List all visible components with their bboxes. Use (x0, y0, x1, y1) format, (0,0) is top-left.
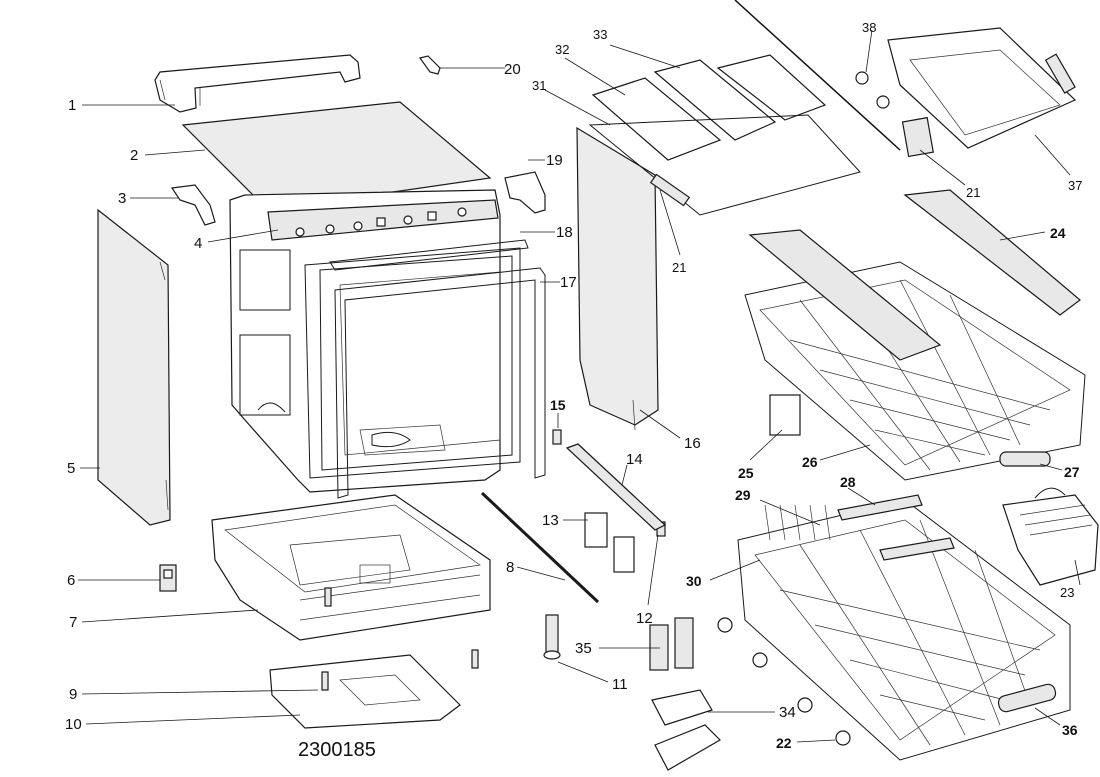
callout-29: 29 (735, 487, 751, 503)
callout-5: 5 (67, 460, 75, 477)
callout-38: 38 (862, 20, 876, 35)
callout-31: 31 (532, 78, 546, 93)
part-side-panel-left (97, 208, 171, 526)
part-upper-basket (744, 229, 1086, 481)
callout-9: 9 (69, 686, 77, 703)
callout-11: 11 (612, 676, 628, 693)
callout-32: 32 (555, 42, 569, 57)
part-bracket-left (170, 184, 216, 226)
part-wheels (717, 617, 851, 746)
part-rail-21 (649, 173, 691, 207)
callout-27: 27 (1064, 464, 1080, 480)
callout-21-door: 21 (672, 260, 686, 275)
callout-16: 16 (684, 435, 701, 452)
callout-3: 3 (118, 190, 126, 207)
part-cutlery-rack-37 (887, 27, 1077, 158)
callout-17: 17 (560, 274, 577, 291)
callout-1: 1 (68, 97, 76, 114)
drawing-number: 2300185 (298, 739, 376, 761)
callout-23: 23 (1060, 585, 1074, 600)
callout-10: 10 (65, 716, 82, 733)
part-door-gasket (329, 239, 546, 499)
callout-12: 12 (636, 610, 653, 627)
part-nuts-38 (855, 71, 890, 109)
callout-28: 28 (840, 474, 856, 490)
callout-14: 14 (626, 451, 643, 468)
callout-13: 13 (542, 512, 559, 529)
section-divider-line (734, 0, 901, 151)
part-hinge-plates (584, 512, 666, 573)
part-base-frame (211, 494, 491, 641)
part-cutlery-trays (588, 54, 861, 216)
part-inner-door-panel (576, 126, 659, 431)
part-tub-body (229, 189, 521, 493)
part-bracket-right (504, 171, 546, 214)
part-small-clip (418, 55, 441, 75)
part-hinge-assembly (649, 617, 721, 771)
callout-34: 34 (779, 704, 796, 721)
callout-20: 20 (504, 61, 521, 78)
callout-36: 36 (1062, 722, 1078, 738)
callout-25: 25 (738, 465, 754, 481)
part-tine-row-24 (903, 189, 1081, 316)
part-lower-basket (737, 494, 1071, 761)
callout-18: 18 (556, 224, 573, 241)
part-upper-handle (999, 451, 1051, 467)
part-top-trim (154, 54, 361, 113)
part-basket-adjuster (769, 394, 801, 436)
part-clip-15 (552, 429, 562, 445)
part-rail (565, 443, 667, 531)
callout-33: 33 (593, 27, 607, 42)
callout-6: 6 (67, 572, 75, 589)
callout-7: 7 (69, 614, 77, 631)
callout-26: 26 (802, 454, 818, 470)
part-worktop-panel (181, 101, 492, 211)
callout-24: 24 (1050, 225, 1066, 241)
part-sensor-6 (159, 564, 177, 592)
part-lower-handle (997, 683, 1057, 713)
part-base-plate (269, 654, 461, 729)
part-rod (480, 491, 600, 604)
part-screws (321, 587, 479, 691)
callout-15: 15 (550, 397, 566, 413)
part-foot (543, 614, 561, 660)
callout-35: 35 (575, 640, 592, 657)
callout-8: 8 (506, 559, 514, 576)
callout-4: 4 (194, 235, 202, 252)
leader-lines (78, 29, 1081, 743)
part-cutlery-basket (1002, 487, 1099, 586)
callout-37: 37 (1068, 178, 1082, 193)
callout-21-rack: 21 (966, 185, 980, 200)
callout-19: 19 (546, 152, 563, 169)
callout-22: 22 (776, 735, 792, 751)
callout-2: 2 (130, 147, 138, 164)
callout-30: 30 (686, 573, 702, 589)
